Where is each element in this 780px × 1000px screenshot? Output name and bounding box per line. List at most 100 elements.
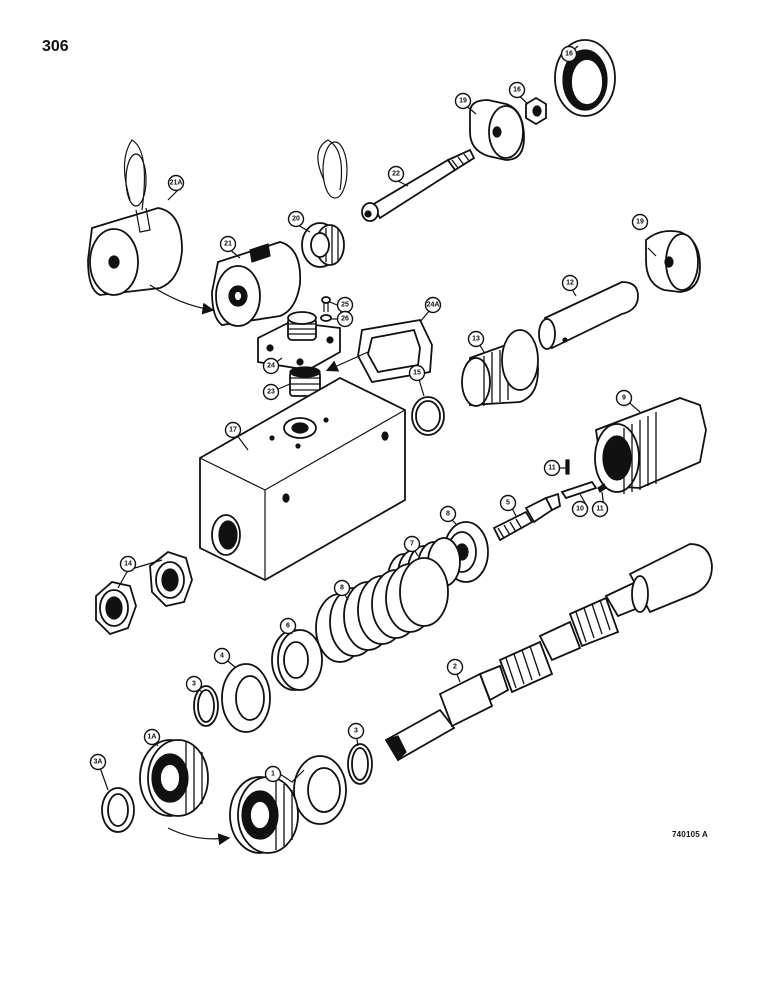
seal-3a-drawing bbox=[101, 787, 135, 833]
callout-3-left: 3 bbox=[185, 675, 203, 693]
callout-12: 12 bbox=[561, 274, 579, 292]
gasket-24a-drawing bbox=[357, 318, 433, 383]
callout-10: 10 bbox=[571, 500, 589, 518]
callout-22: 22 bbox=[387, 165, 405, 183]
callout-3a: 3A bbox=[89, 753, 107, 771]
svg-text:3: 3 bbox=[192, 681, 196, 688]
svg-text:3: 3 bbox=[354, 728, 358, 735]
tube-12-drawing bbox=[538, 281, 639, 350]
washer-26-drawing bbox=[320, 314, 332, 322]
svg-text:11: 11 bbox=[596, 506, 604, 513]
shaft-22-drawing bbox=[361, 148, 476, 222]
callout-24: 24 bbox=[262, 357, 280, 375]
svg-text:16: 16 bbox=[513, 87, 521, 94]
callout-19-right: 19 bbox=[631, 213, 649, 231]
o-ring-3-right-drawing bbox=[347, 743, 373, 785]
assembly-arrow-24a bbox=[325, 351, 369, 372]
callout-5: 5 bbox=[499, 494, 517, 512]
svg-text:10: 10 bbox=[576, 506, 584, 513]
svg-text:7: 7 bbox=[410, 541, 414, 548]
assembly-arrow-21a bbox=[149, 284, 215, 315]
figure-code: 740105 A bbox=[672, 830, 708, 839]
washer-19-right-drawing bbox=[645, 230, 701, 293]
svg-text:25: 25 bbox=[341, 302, 349, 309]
svg-text:14: 14 bbox=[124, 561, 132, 568]
svg-text:12: 12 bbox=[566, 280, 574, 287]
callout-16-nut: 16 bbox=[508, 81, 526, 99]
pin-11-bottom-drawing bbox=[597, 483, 607, 493]
assembly-arrow-1a bbox=[167, 827, 231, 846]
callout-13: 13 bbox=[467, 330, 485, 348]
svg-text:11: 11 bbox=[548, 465, 556, 472]
pin-10-drawing bbox=[560, 480, 598, 500]
callout-8-spring: 8 bbox=[333, 579, 351, 597]
callout-21a: 21A bbox=[167, 174, 185, 192]
nut-1a-drawing bbox=[139, 739, 209, 817]
svg-text:3A: 3A bbox=[94, 759, 103, 766]
nut-14-right-drawing bbox=[149, 550, 193, 607]
lever-21-drawing bbox=[211, 241, 302, 327]
callout-19-top: 19 bbox=[454, 92, 472, 110]
callout-23: 23 bbox=[262, 383, 280, 401]
callout-16-seal: 16 bbox=[560, 45, 578, 63]
callout-2: 2 bbox=[446, 658, 464, 676]
callout-1a: 1A bbox=[143, 728, 161, 746]
svg-text:16: 16 bbox=[565, 51, 573, 58]
nut-16-drawing bbox=[525, 96, 547, 126]
svg-text:5: 5 bbox=[506, 500, 510, 507]
spring-8-drawing bbox=[315, 557, 449, 663]
svg-text:20: 20 bbox=[292, 216, 300, 223]
callout-14: 14 bbox=[119, 555, 137, 573]
callout-3-right: 3 bbox=[347, 722, 365, 740]
washer-right-drawing bbox=[293, 755, 347, 825]
callout-1: 1 bbox=[264, 765, 282, 783]
svg-text:19: 19 bbox=[459, 98, 467, 105]
svg-text:21: 21 bbox=[224, 241, 232, 248]
callout-24a: 24A bbox=[424, 296, 442, 314]
pin-11-top-drawing bbox=[565, 459, 570, 475]
washer-19-top-drawing bbox=[469, 99, 525, 161]
callout-25: 25 bbox=[336, 296, 354, 314]
spool-2-drawing bbox=[384, 543, 713, 762]
svg-text:17: 17 bbox=[229, 427, 237, 434]
o-ring-3-left-drawing bbox=[193, 685, 219, 727]
svg-text:24: 24 bbox=[267, 363, 275, 370]
svg-text:1A: 1A bbox=[148, 734, 157, 741]
callout-8-seat: 8 bbox=[439, 505, 457, 523]
svg-text:22: 22 bbox=[392, 171, 400, 178]
svg-text:23: 23 bbox=[267, 389, 275, 396]
callout-4: 4 bbox=[213, 647, 231, 665]
svg-text:8: 8 bbox=[446, 511, 450, 518]
callout-15: 15 bbox=[408, 364, 426, 382]
svg-text:13: 13 bbox=[472, 336, 480, 343]
cap-9-drawing bbox=[594, 397, 707, 494]
callout-6: 6 bbox=[279, 617, 297, 635]
adjuster-5-drawing bbox=[492, 492, 561, 542]
callout-17: 17 bbox=[224, 421, 242, 439]
page-number: 306 bbox=[42, 38, 69, 55]
svg-text:9: 9 bbox=[622, 395, 626, 402]
callout-7: 7 bbox=[403, 535, 421, 553]
svg-text:26: 26 bbox=[341, 316, 349, 323]
svg-text:8: 8 bbox=[340, 585, 344, 592]
callout-11-bottom: 11 bbox=[591, 500, 609, 518]
nut-1-drawing bbox=[229, 776, 299, 854]
callout-26: 26 bbox=[336, 310, 354, 328]
svg-text:19: 19 bbox=[636, 219, 644, 226]
svg-text:2: 2 bbox=[453, 664, 457, 671]
callout-21: 21 bbox=[219, 235, 237, 253]
lever-21a-drawing bbox=[87, 139, 183, 296]
fitting-13-drawing bbox=[461, 329, 539, 407]
plate-24-drawing bbox=[257, 311, 341, 371]
nut-14-left-drawing bbox=[95, 581, 137, 636]
callout-9: 9 bbox=[615, 389, 633, 407]
valve-body-17-drawing bbox=[199, 376, 406, 582]
callout-20: 20 bbox=[287, 210, 305, 228]
svg-text:4: 4 bbox=[220, 653, 224, 660]
svg-text:15: 15 bbox=[413, 370, 421, 377]
svg-text:1: 1 bbox=[271, 771, 275, 778]
svg-text:24A: 24A bbox=[427, 302, 440, 309]
screw-25-drawing bbox=[321, 296, 331, 312]
svg-text:21A: 21A bbox=[170, 180, 183, 187]
